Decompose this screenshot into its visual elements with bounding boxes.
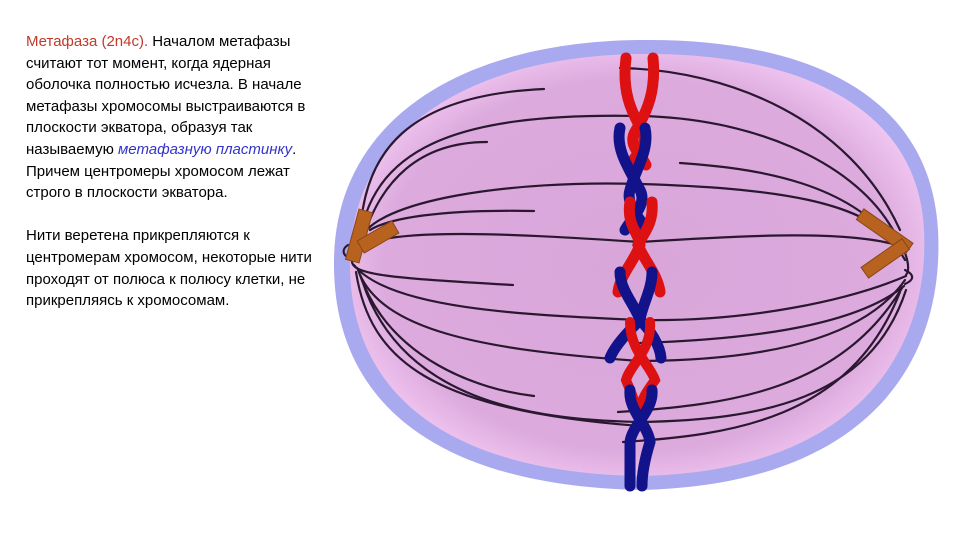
chromosomes bbox=[604, 52, 667, 492]
metaphase-outro: . Причем центромеры хромосом лежат строг… bbox=[26, 140, 297, 202]
description-text: Метафаза (2n4c). Началом метафазы считаю… bbox=[26, 31, 316, 312]
metaphase-plate-term: метафазную пластинку bbox=[118, 140, 293, 158]
paragraph-spindle: Нити веретена прикрепляются к центромера… bbox=[26, 227, 312, 310]
metaphase-title: Метафаза (2n4c). bbox=[26, 33, 149, 50]
paragraph-metaphase: Метафаза (2n4c). Началом метафазы считаю… bbox=[26, 31, 316, 204]
centriole-left bbox=[344, 208, 400, 264]
metaphase-intro: Началом метафазы считают тот момент, ког… bbox=[26, 33, 306, 158]
cytoplasm bbox=[349, 53, 925, 476]
centriole-right bbox=[855, 208, 914, 279]
metaphase-cell-diagram bbox=[333, 39, 939, 492]
